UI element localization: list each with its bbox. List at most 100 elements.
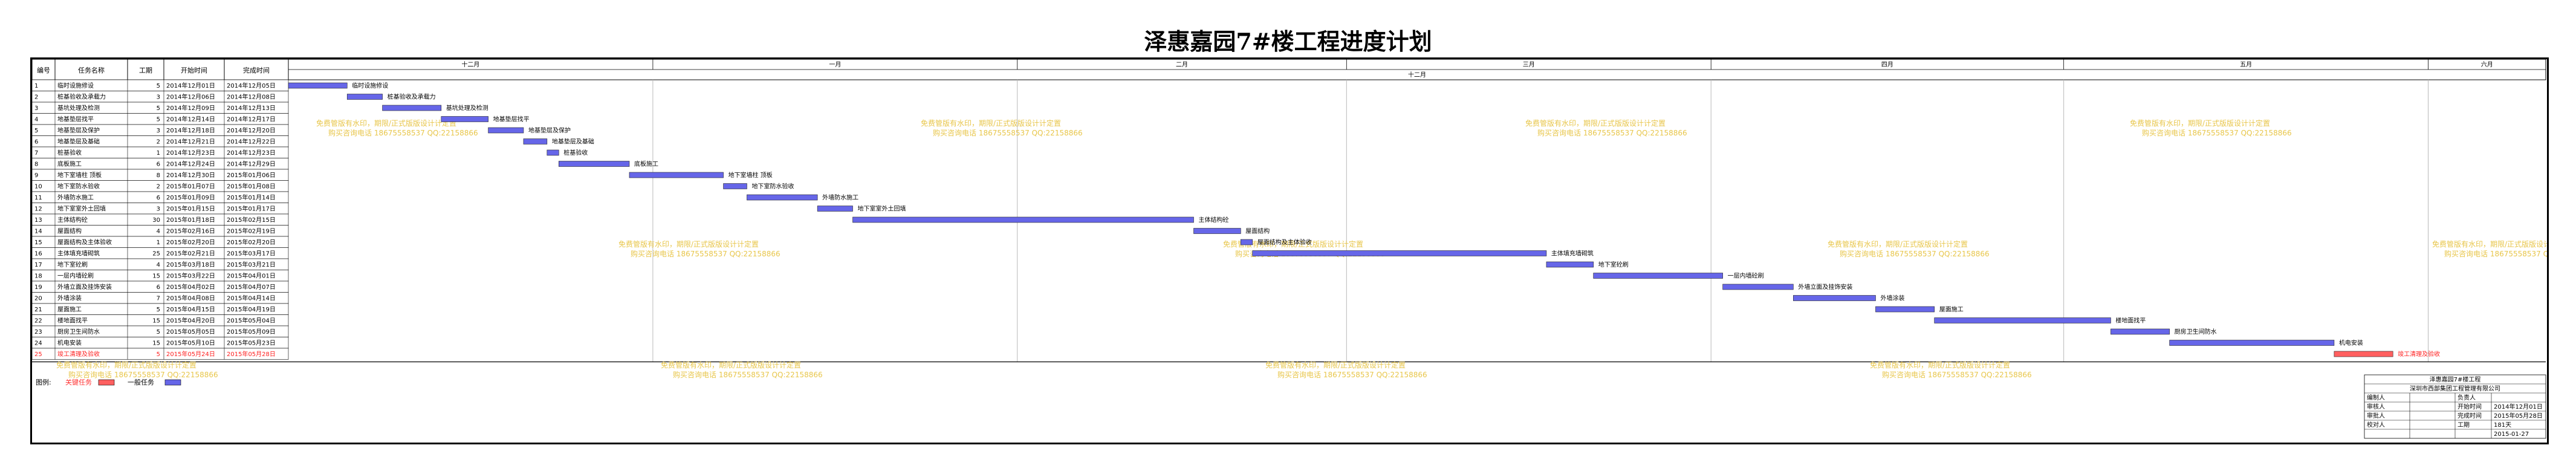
svg-text:购买咨询电话 18675558537 QQ:22158866: 购买咨询电话 18675558537 QQ:22158866 (1882, 370, 2032, 379)
task-bar-label: 地基垫层及保护 (528, 126, 571, 134)
legend-normal-swatch (164, 379, 181, 386)
row-task-name: 外墙涂装 (57, 294, 82, 302)
row-duration: 5 (157, 329, 160, 336)
row-duration: 15 (152, 273, 160, 280)
row-no: 24 (34, 340, 42, 347)
info-cell: 2015年05月28日 (2494, 412, 2543, 420)
svg-text:免费管版有水印，期限/正式版版设计计定置: 免费管版有水印，期限/正式版版设计计定置 (1223, 239, 1363, 248)
task-bar (2169, 340, 2335, 346)
task-bar (1722, 284, 1794, 290)
row-start: 2015年01月18日 (166, 216, 215, 224)
row-no: 13 (34, 217, 42, 224)
task-bar (723, 183, 747, 189)
row-duration: 15 (152, 318, 160, 325)
timescale-month-label: 四月 (1881, 61, 1893, 68)
row-no: 4 (34, 117, 38, 123)
task-bar (1240, 239, 1253, 245)
gantt-chart: 编号 任务名称 工期 开始时间 完成时间 十二月一月二月三月四月五月六月十二月 … (31, 59, 2576, 439)
row-start: 2014年12月23日 (166, 149, 215, 157)
row-duration: 7 (157, 296, 160, 302)
task-bar-label: 地下室砼刷 (1598, 261, 1629, 268)
info-cell: 181天 (2494, 422, 2511, 429)
row-start: 2015年02月20日 (166, 238, 215, 246)
legend: 图例: 关键任务 一般任务 (36, 378, 181, 386)
task-bar (852, 216, 1194, 223)
svg-text:免费管版有水印，期限/正式版版设计计定置: 免费管版有水印，期限/正式版版设计计定置 (1870, 360, 2010, 369)
chart-frame: 编号 任务名称 工期 开始时间 完成时间 十二月一月二月三月四月五月六月十二月 … (30, 57, 2576, 444)
svg-text:购买咨询电话 18675558537 QQ:22158866: 购买咨询电话 18675558537 QQ:22158866 (328, 128, 478, 137)
row-duration: 3 (157, 128, 160, 134)
task-bar-label: 主体填充墙砌筑 (1551, 250, 1594, 258)
table-header: 编号 任务名称 工期 开始时间 完成时间 (31, 59, 289, 80)
row-end: 2015年05月23日 (227, 339, 276, 347)
task-bar-label: 外墙防水施工 (822, 193, 858, 201)
row-end: 2015年02月19日 (227, 227, 276, 235)
row-task-name: 主体结构砼 (57, 216, 88, 224)
svg-text:购买咨询电话 18675558537 QQ:22158866: 购买咨询电话 18675558537 QQ:22158866 (1840, 249, 1990, 258)
row-task-name: 桩基验收 (57, 149, 82, 157)
row-task-name: 竣工清理及验收 (57, 350, 100, 358)
task-bar-label: 临时设施修设 (352, 82, 388, 89)
task-bar (382, 105, 442, 111)
timescale-month-label: 五月 (2240, 61, 2252, 68)
row-duration: 5 (157, 307, 160, 313)
svg-text:免费管版有水印，期限/正式版版设计计定置: 免费管版有水印，期限/正式版版设计计定置 (316, 118, 456, 128)
row-task-name: 桩基验收及承载力 (57, 93, 106, 101)
header-start: 开始时间 (181, 66, 207, 74)
timescale-sub-label: 十二月 (1408, 71, 1426, 79)
svg-text:免费管版有水印，期限/正式版版设计计定置: 免费管版有水印，期限/正式版版设计计定置 (2130, 118, 2270, 128)
task-bar (1252, 250, 1547, 256)
task-bar-label: 桩基验收及承载力 (388, 93, 436, 101)
row-no: 12 (34, 206, 42, 213)
task-bar (523, 138, 548, 144)
row-no: 18 (34, 273, 42, 280)
row-end: 2015年04月19日 (227, 305, 276, 313)
row-task-name: 地下室墙柱 顶板 (57, 171, 102, 179)
svg-text:免费管版有水印，期限/正式版版设计计定置: 免费管版有水印，期限/正式版版设计计定置 (921, 118, 1061, 128)
task-bar (1793, 295, 1876, 301)
row-end: 2015年05月09日 (227, 328, 276, 336)
task-bar (1546, 261, 1594, 268)
row-end: 2014年12月13日 (227, 104, 276, 112)
task-bar-label: 外墙立面及挂饰安装 (1798, 283, 1852, 291)
row-start: 2015年02月16日 (166, 227, 215, 235)
critical-task-bar (2334, 351, 2393, 357)
header-duration: 工期 (139, 67, 152, 74)
row-start: 2015年04月02日 (166, 283, 215, 291)
row-start: 2015年01月15日 (166, 205, 215, 213)
task-bar-label: 地下室防水验收 (751, 183, 794, 190)
task-bar-label: 屋面施工 (1939, 305, 1964, 313)
row-end: 2014年12月29日 (227, 160, 276, 168)
row-start: 2015年03月22日 (166, 272, 215, 280)
row-start: 2014年12月21日 (166, 138, 215, 146)
row-duration: 25 (152, 251, 160, 258)
row-duration: 1 (157, 239, 160, 246)
row-task-name: 基坑处理及检测 (57, 104, 100, 112)
task-bar (629, 172, 724, 178)
row-end: 2015年01月14日 (227, 193, 276, 201)
svg-text:购买咨询电话 18675558537 QQ:22158866: 购买咨询电话 18675558537 QQ:22158866 (2444, 249, 2547, 258)
company-name: 深圳市西部集团工程管理有限公司 (2410, 385, 2500, 392)
info-cell: 审核人 (2367, 403, 2385, 411)
row-duration: 4 (157, 229, 160, 235)
svg-text:购买咨询电话 18675558537 QQ:22158866: 购买咨询电话 18675558537 QQ:22158866 (1537, 128, 1687, 137)
row-duration: 3 (157, 94, 160, 101)
svg-text:免费管版有水印，期限/正式版版设计计定置: 免费管版有水印，期限/正式版版设计计定置 (618, 239, 759, 248)
row-task-name: 地基垫层及保护 (57, 126, 100, 134)
row-no: 14 (34, 229, 42, 235)
row-end: 2014年12月05日 (227, 82, 276, 89)
row-duration: 6 (157, 284, 160, 291)
timescale-month-label: 三月 (1523, 61, 1535, 68)
